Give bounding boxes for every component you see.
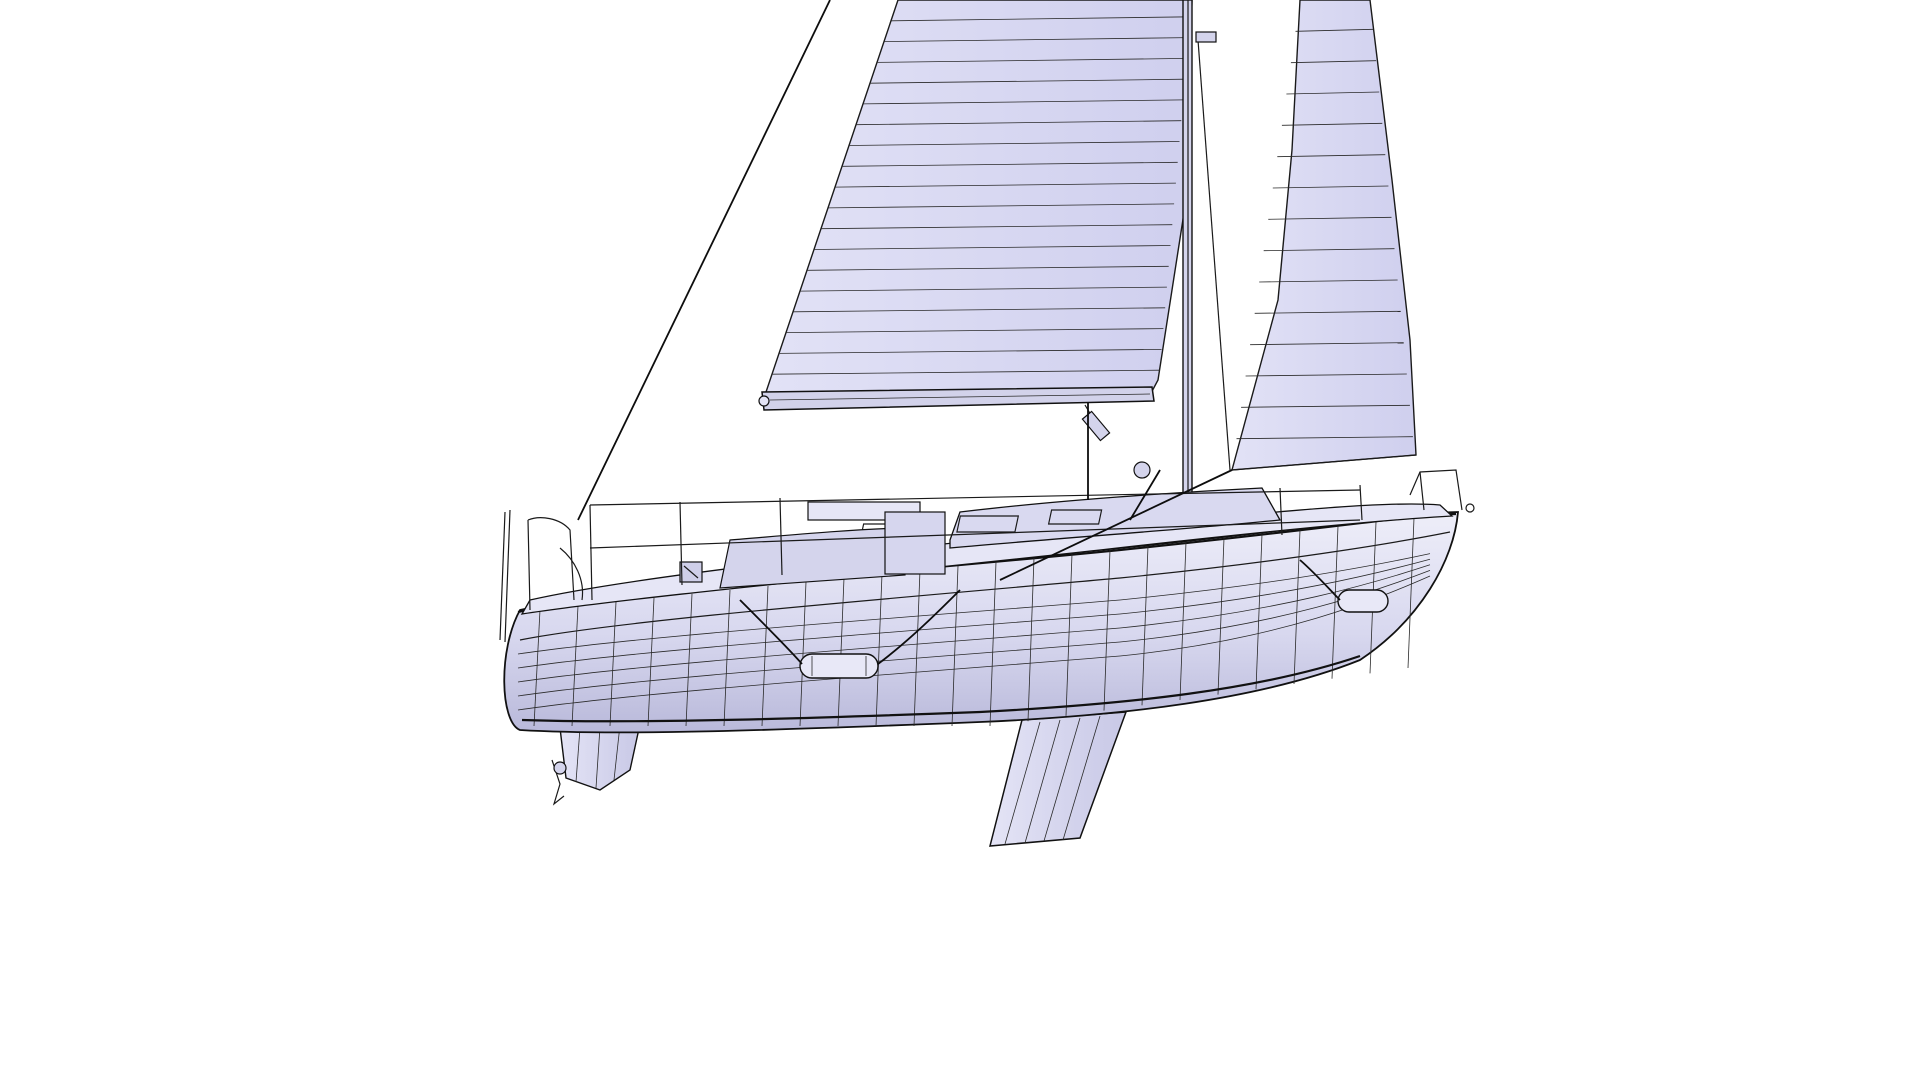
deck-cabin [520,461,1454,615]
fender-right [1299,559,1389,613]
backstay-line [1197,39,1231,471]
jib-sail [1231,0,1417,471]
guardrails [499,469,1475,643]
boom [758,386,1155,442]
rudder [551,723,641,806]
fender-left [739,589,961,679]
sheets [999,403,1233,581]
mainsail [764,0,1193,396]
forestay-line [577,0,831,521]
winch [679,561,703,583]
mast [1182,0,1217,501]
keel [989,711,1128,847]
